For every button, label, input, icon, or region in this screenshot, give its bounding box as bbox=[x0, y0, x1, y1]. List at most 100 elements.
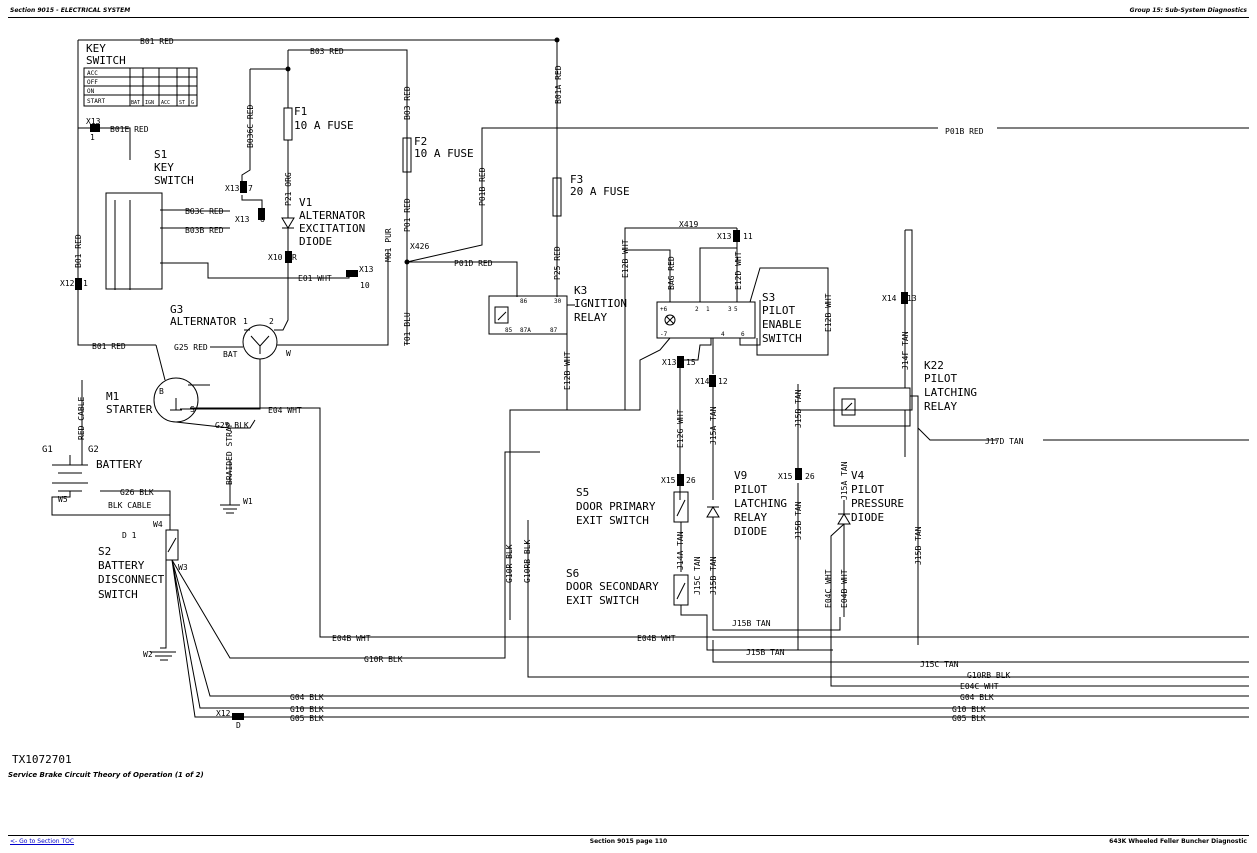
svg-text:B01E RED: B01E RED bbox=[110, 125, 149, 134]
svg-text:M1: M1 bbox=[106, 390, 119, 403]
svg-text:W1: W1 bbox=[243, 497, 253, 506]
svg-text:1: 1 bbox=[706, 306, 710, 313]
svg-text:BAG RED: BAG RED bbox=[667, 256, 676, 290]
svg-text:30: 30 bbox=[554, 298, 562, 305]
svg-text:T01 BLU: T01 BLU bbox=[403, 312, 412, 346]
svg-text:4: 4 bbox=[721, 331, 725, 338]
svg-text:V4: V4 bbox=[851, 469, 865, 482]
svg-text:20 A FUSE: 20 A FUSE bbox=[570, 185, 630, 198]
svg-text:BRAIDED STRAP: BRAIDED STRAP bbox=[225, 422, 234, 485]
svg-text:G1: G1 bbox=[42, 445, 53, 455]
svg-text:G05 BLK: G05 BLK bbox=[290, 714, 324, 723]
group-header: Group 15: Sub-System Diagnostics bbox=[1129, 7, 1247, 14]
svg-text:26: 26 bbox=[805, 472, 815, 481]
svg-text:V9: V9 bbox=[734, 469, 747, 482]
svg-text:DISCONNECT: DISCONNECT bbox=[98, 573, 165, 586]
svg-text:10 A FUSE: 10 A FUSE bbox=[294, 119, 354, 132]
figure-id: TX1072701 bbox=[12, 753, 72, 766]
svg-text:DIODE: DIODE bbox=[299, 235, 332, 248]
svg-text:DIODE: DIODE bbox=[734, 525, 767, 538]
svg-text:ENABLE: ENABLE bbox=[762, 318, 802, 331]
svg-text:1: 1 bbox=[243, 317, 248, 326]
key-switch-table-label: KEY SWITCH ACC OFF ON START BAT IGN ACC … bbox=[86, 42, 194, 106]
header-rule bbox=[8, 17, 1249, 18]
section-header: Section 9015 - ELECTRICAL SYSTEM bbox=[10, 7, 131, 14]
svg-text:J15B TAN: J15B TAN bbox=[914, 526, 923, 565]
svg-text:5: 5 bbox=[734, 306, 738, 313]
svg-text:3: 3 bbox=[728, 306, 732, 313]
v4-label: V4 PILOT PRESSURE DIODE bbox=[851, 469, 904, 524]
svg-text:PILOT: PILOT bbox=[762, 304, 795, 317]
svg-text:ACC: ACC bbox=[87, 70, 98, 77]
svg-text:ALTERNATOR: ALTERNATOR bbox=[299, 209, 366, 222]
f3-label: F3 20 A FUSE bbox=[570, 173, 630, 198]
svg-text:G: G bbox=[191, 100, 194, 106]
svg-text:STARTER: STARTER bbox=[106, 403, 153, 416]
svg-text:2: 2 bbox=[269, 317, 274, 326]
svg-text:PILOT: PILOT bbox=[924, 372, 957, 385]
svg-text:G25 RED: G25 RED bbox=[174, 343, 208, 352]
s1-label: S1 KEY SWITCH bbox=[154, 148, 194, 187]
vertical-wire-labels: B01A RED B03 RED B036C RED P21 ORG M01 P… bbox=[74, 65, 923, 608]
svg-text:B03C RED: B03C RED bbox=[185, 207, 224, 216]
svg-text:G10RB BLK: G10RB BLK bbox=[967, 671, 1011, 680]
svg-text:13: 13 bbox=[907, 294, 917, 303]
wire-b01-left bbox=[77, 40, 156, 346]
svg-text:E12B WHT: E12B WHT bbox=[621, 239, 630, 278]
svg-text:OFF: OFF bbox=[87, 79, 98, 86]
svg-text:B01 RED: B01 RED bbox=[92, 342, 126, 351]
svg-text:X10: X10 bbox=[268, 253, 283, 262]
svg-text:J15B TAN: J15B TAN bbox=[732, 619, 771, 628]
svg-text:LATCHING: LATCHING bbox=[924, 386, 977, 399]
svg-text:G3: G3 bbox=[170, 303, 183, 316]
key-switch-title-2: SWITCH bbox=[86, 54, 126, 67]
svg-text:E04C WHT: E04C WHT bbox=[824, 569, 833, 608]
figure-caption: Service Brake Circuit Theory of Operatio… bbox=[8, 771, 204, 779]
s2-label: S2 BATTERY DISCONNECT SWITCH bbox=[98, 545, 165, 601]
svg-text:E04B WHT: E04B WHT bbox=[637, 634, 676, 643]
svg-text:X13: X13 bbox=[662, 358, 677, 367]
svg-text:X13: X13 bbox=[359, 265, 374, 274]
svg-text:ST: ST bbox=[179, 100, 185, 106]
svg-text:10 A FUSE: 10 A FUSE bbox=[414, 147, 474, 160]
svg-text:B03B RED: B03B RED bbox=[185, 226, 224, 235]
svg-text:X419: X419 bbox=[679, 220, 698, 229]
svg-text:BATTERY: BATTERY bbox=[96, 458, 143, 471]
svg-text:X13: X13 bbox=[225, 184, 240, 193]
svg-text:S1: S1 bbox=[154, 148, 167, 161]
svg-text:ALTERNATOR: ALTERNATOR bbox=[170, 315, 237, 328]
svg-text:B01A RED: B01A RED bbox=[554, 65, 563, 104]
svg-text:D 1: D 1 bbox=[122, 531, 137, 540]
svg-text:SWITCH: SWITCH bbox=[154, 174, 194, 187]
svg-text:PRESSURE: PRESSURE bbox=[851, 497, 904, 510]
svg-text:J15B TAN: J15B TAN bbox=[709, 556, 718, 595]
svg-text:S3: S3 bbox=[762, 291, 775, 304]
svg-text:J15B TAN: J15B TAN bbox=[794, 501, 803, 540]
svg-text:B03 RED: B03 RED bbox=[310, 47, 344, 56]
svg-text:F2: F2 bbox=[414, 135, 427, 148]
svg-text:2: 2 bbox=[695, 306, 699, 313]
s3-label: S3 PILOT ENABLE SWITCH bbox=[762, 291, 802, 345]
svg-text:E01 WHT: E01 WHT bbox=[298, 274, 332, 283]
svg-text:D: D bbox=[236, 721, 241, 730]
svg-text:P25 RED: P25 RED bbox=[553, 246, 562, 280]
svg-text:F1: F1 bbox=[294, 105, 307, 118]
svg-text:X14: X14 bbox=[882, 294, 897, 303]
svg-text:J14F TAN: J14F TAN bbox=[901, 331, 910, 370]
svg-text:S6: S6 bbox=[566, 567, 579, 580]
svg-text:P21 ORG: P21 ORG bbox=[284, 172, 293, 206]
svg-text:12: 12 bbox=[718, 377, 728, 386]
svg-text:E04 WHT: E04 WHT bbox=[268, 406, 302, 415]
svg-text:BLK CABLE: BLK CABLE bbox=[108, 501, 152, 510]
svg-text:B: B bbox=[159, 387, 164, 396]
toc-link[interactable]: <- Go to Section TOC bbox=[10, 838, 75, 845]
svg-text:G04 BLK: G04 BLK bbox=[960, 693, 994, 702]
svg-text:1: 1 bbox=[83, 279, 88, 288]
svg-text:W2: W2 bbox=[143, 650, 153, 659]
svg-text:+6: +6 bbox=[660, 306, 668, 313]
svg-text:11: 11 bbox=[743, 232, 753, 241]
svg-text:85: 85 bbox=[505, 327, 513, 334]
svg-text:PILOT: PILOT bbox=[851, 483, 884, 496]
svg-text:DOOR SECONDARY: DOOR SECONDARY bbox=[566, 580, 659, 593]
